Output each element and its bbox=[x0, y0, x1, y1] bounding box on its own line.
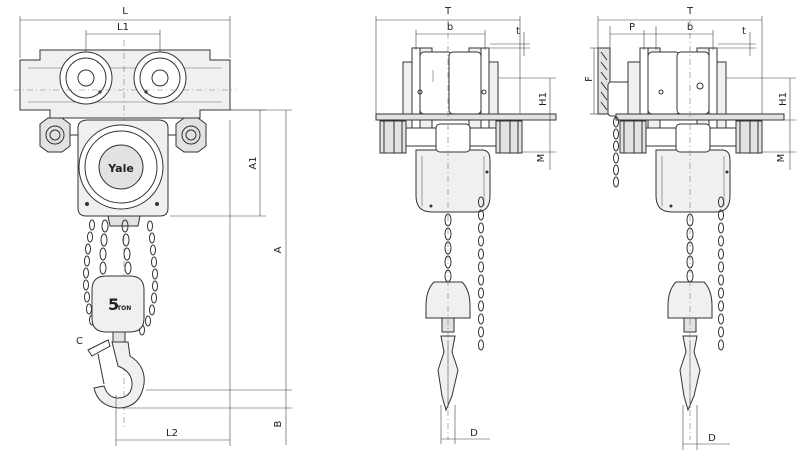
dimension-B: B bbox=[120, 390, 292, 445]
dimension-T-side: T bbox=[375, 6, 521, 114]
hand-chain-side bbox=[478, 196, 484, 351]
side-view-geared: T P b t F bbox=[584, 6, 796, 450]
dimension-H1-side: H1 bbox=[498, 77, 556, 128]
dimension-F-geared: F bbox=[584, 47, 600, 115]
svg-text:M: M bbox=[536, 154, 547, 163]
dimension-D-side: D bbox=[440, 405, 490, 444]
bottom-block-geared bbox=[667, 281, 713, 319]
svg-text:b: b bbox=[687, 22, 693, 33]
brand-label: Yale bbox=[107, 162, 134, 175]
trolley-frame bbox=[19, 49, 231, 119]
hoist-body-geared bbox=[655, 149, 731, 213]
hoist-body-side bbox=[415, 149, 491, 213]
bolt-nut-left bbox=[39, 117, 71, 153]
dimension-t-side: t bbox=[490, 26, 530, 56]
dimension-P-geared: P bbox=[609, 22, 657, 50]
capacity-number: 5 bbox=[108, 295, 119, 314]
svg-text:H1: H1 bbox=[778, 92, 789, 106]
dimension-H1-geared: H1 bbox=[726, 77, 796, 128]
svg-text:P: P bbox=[629, 22, 635, 33]
svg-text:T: T bbox=[444, 6, 452, 17]
load-chain bbox=[99, 219, 132, 275]
bolt-nut-right bbox=[175, 117, 207, 153]
dimension-M-geared: M bbox=[762, 128, 796, 170]
hand-chain-geared bbox=[718, 196, 724, 351]
capacity-unit: TON bbox=[117, 305, 131, 312]
dimension-t-geared: t bbox=[718, 26, 756, 56]
hand-chain-right bbox=[139, 220, 158, 336]
svg-text:B: B bbox=[273, 420, 284, 427]
beam-flange-geared bbox=[615, 113, 785, 121]
beam-flange bbox=[375, 113, 557, 121]
svg-text:M: M bbox=[776, 154, 787, 163]
dimension-L1: L1 bbox=[85, 22, 161, 52]
svg-text:L2: L2 bbox=[166, 428, 178, 439]
dimension-D-geared: D bbox=[682, 405, 730, 450]
svg-text:D: D bbox=[708, 433, 716, 444]
bottom-block bbox=[91, 275, 145, 333]
svg-text:A1: A1 bbox=[248, 156, 259, 169]
trolley-wheel-left bbox=[59, 51, 113, 105]
dimension-C: C bbox=[76, 336, 83, 347]
trolley-wheel-right bbox=[133, 51, 187, 105]
svg-text:T: T bbox=[686, 6, 694, 17]
dimension-b-geared: b bbox=[643, 22, 714, 50]
dimension-L: L bbox=[19, 6, 231, 58]
svg-text:L1: L1 bbox=[117, 22, 129, 33]
hand-chain-left bbox=[83, 219, 95, 326]
dimension-T-geared: T bbox=[597, 6, 763, 114]
svg-text:L: L bbox=[122, 6, 128, 17]
dimension-b-side: b bbox=[415, 22, 486, 50]
svg-text:t: t bbox=[742, 26, 746, 37]
geared-hand-chain bbox=[613, 116, 619, 188]
dimension-M-side: M bbox=[522, 128, 556, 170]
svg-text:F: F bbox=[584, 76, 595, 82]
side-view-standard: T b t H1 M bbox=[375, 6, 557, 444]
svg-text:H1: H1 bbox=[538, 92, 549, 106]
svg-text:b: b bbox=[447, 22, 453, 33]
svg-text:D: D bbox=[470, 428, 478, 439]
load-hook bbox=[87, 331, 145, 409]
geared-hand-wheel bbox=[597, 47, 611, 115]
bottom-block-side bbox=[425, 281, 471, 319]
front-view: Yale bbox=[14, 6, 292, 446]
dimension-L2: L2 bbox=[115, 120, 231, 446]
dimension-A: A bbox=[146, 109, 292, 391]
svg-text:A: A bbox=[273, 246, 284, 253]
svg-text:t: t bbox=[516, 26, 520, 37]
